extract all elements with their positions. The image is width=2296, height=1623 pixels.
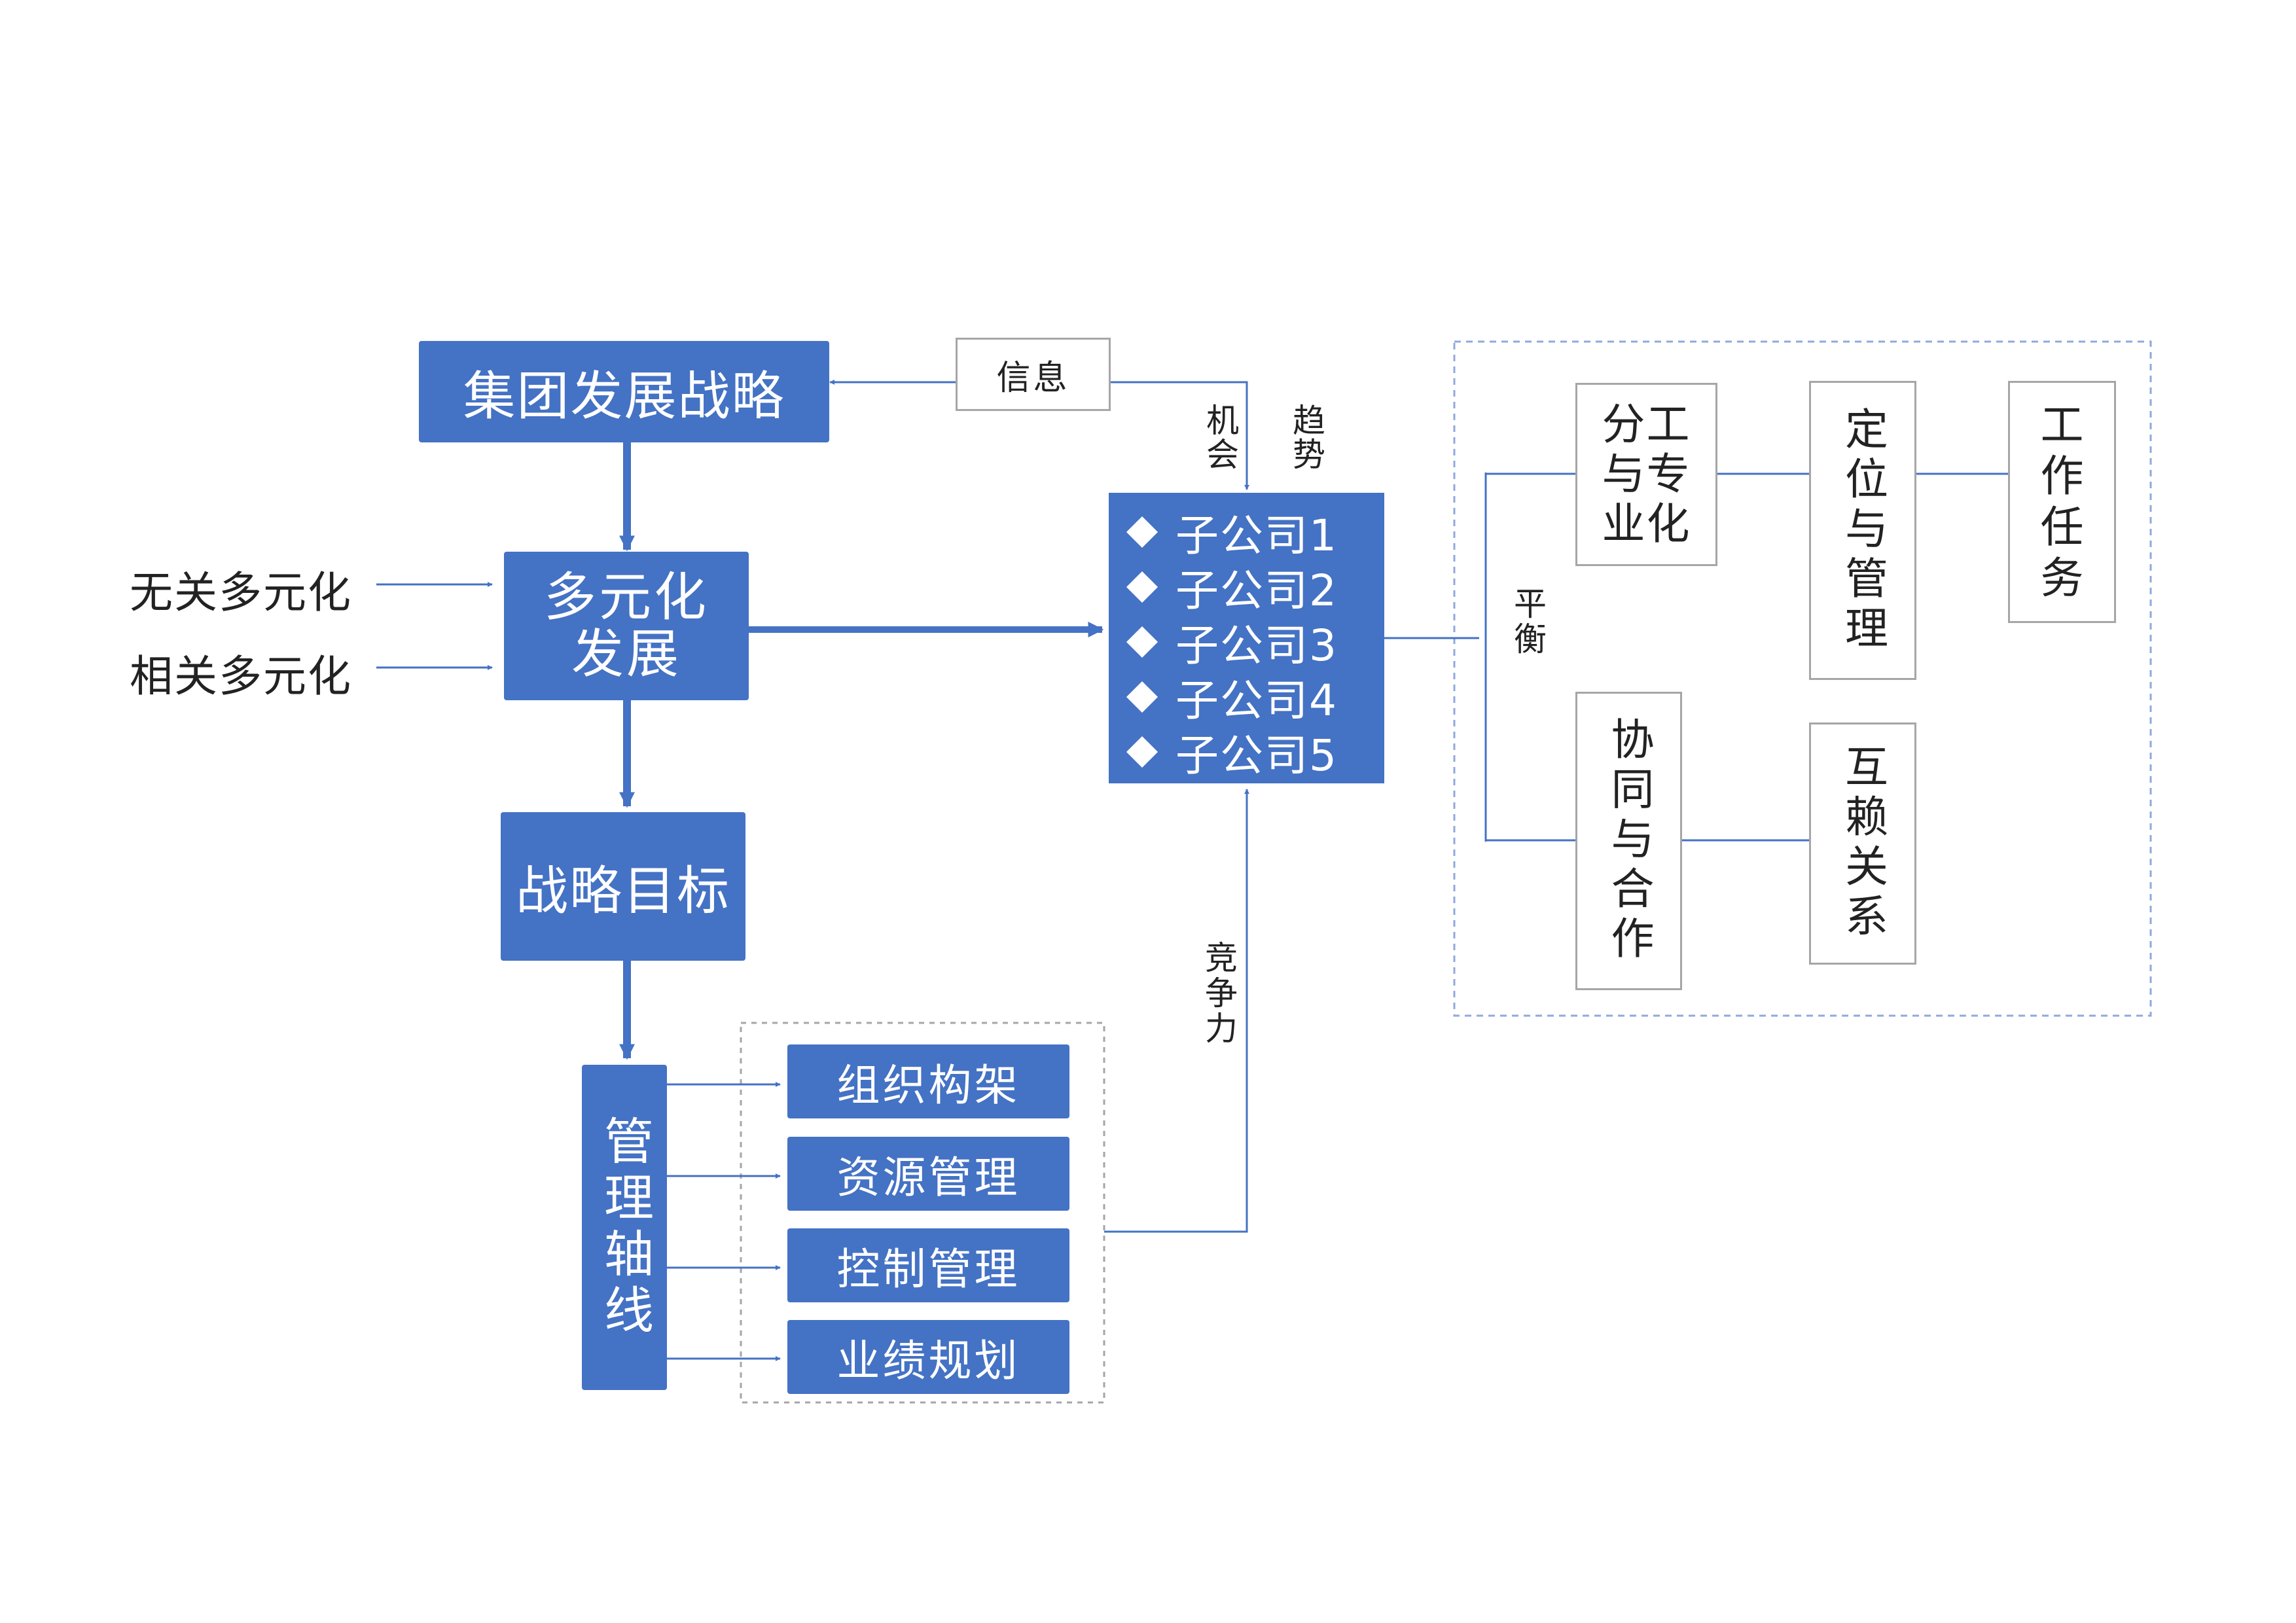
management-axis-label: 管理轴线 <box>596 1115 654 1340</box>
right-dashed-container <box>1453 340 2152 1017</box>
diamond-bullet-icon <box>1126 571 1158 603</box>
subsidiary-label-1: 子公司1 <box>1175 510 1338 561</box>
diamond-bullet-icon <box>1126 736 1158 768</box>
work-task-line-2: 作 <box>2040 451 2084 502</box>
mgmt-item-box-2: 资源管理 <box>787 1137 1069 1211</box>
mgmt-item-box-3: 控制管理 <box>787 1228 1069 1302</box>
subsidiary-row-3: 子公司3 <box>1123 615 1384 671</box>
strategic-goal-label: 战略目标 <box>516 860 730 921</box>
group-strategy-box: 集团发展战略 <box>419 341 829 442</box>
competitiveness-line <box>1104 789 1249 1233</box>
division-line-2: 与专 <box>1602 449 1691 500</box>
mgmt-item-box-4: 业绩规划 <box>787 1320 1069 1394</box>
diversification-line-2: 发展 <box>571 623 681 685</box>
mgmt-item-box-1: 组织构架 <box>787 1044 1069 1118</box>
subsidiary-label-4: 子公司4 <box>1175 675 1338 726</box>
interdependence-box: 互赖关系 <box>1809 722 1916 965</box>
diversification-box: 多元化 发展 <box>504 552 749 700</box>
interdependence-label: 互赖关系 <box>1838 744 1888 943</box>
balance-label: 平衡 <box>1509 586 1547 657</box>
info-box: 信息 <box>956 338 1111 411</box>
collaboration-label: 协同与合作 <box>1604 717 1655 965</box>
related-diversification-label: 相关多元化 <box>130 651 352 702</box>
diversification-line-1: 多元化 <box>544 567 709 628</box>
info-label: 信息 <box>996 358 1070 398</box>
mgmt-item-label-2: 资源管理 <box>836 1152 1020 1203</box>
trend-label: 趋势 <box>1287 403 1325 471</box>
subsidiary-row-5: 子公司5 <box>1123 724 1384 781</box>
trend-to-subsidiaries-line <box>1111 381 1249 490</box>
positioning-box: 定位与管理 <box>1809 381 1916 680</box>
diamond-bullet-icon <box>1126 516 1158 548</box>
division-line-1: 分工 <box>1602 399 1691 450</box>
work-task-line-3: 任 <box>2040 502 2084 552</box>
subsidiaries-box: 子公司1 子公司2 子公司3 子公司4 子公司5 <box>1109 493 1384 783</box>
division-line-3: 业化 <box>1602 498 1691 549</box>
division-box: 分工 与专 业化 <box>1575 383 1717 566</box>
subsidiary-label-2: 子公司2 <box>1175 565 1338 616</box>
management-axis-box: 管理轴线 <box>582 1065 667 1390</box>
subsidiary-label-3: 子公司3 <box>1175 620 1338 671</box>
subsidiary-row-4: 子公司4 <box>1123 669 1384 726</box>
work-task-box: 工 作 任 务 <box>2008 381 2116 623</box>
positioning-label: 定位与管理 <box>1838 406 1888 655</box>
subsidiary-label-5: 子公司5 <box>1175 730 1338 781</box>
work-task-line-4: 务 <box>2040 552 2084 603</box>
subsidiary-row-2: 子公司2 <box>1123 560 1384 616</box>
mgmt-item-label-1: 组织构架 <box>836 1060 1020 1111</box>
work-task-line-1: 工 <box>2040 400 2084 451</box>
collaboration-box: 协同与合作 <box>1575 692 1682 990</box>
group-strategy-label: 集团发展战略 <box>463 365 785 427</box>
diamond-bullet-icon <box>1126 626 1158 658</box>
mgmt-item-label-3: 控制管理 <box>836 1243 1020 1294</box>
subsidiary-row-1: 子公司1 <box>1123 505 1384 561</box>
diamond-bullet-icon <box>1126 681 1158 713</box>
strategic-goal-box: 战略目标 <box>501 812 745 961</box>
mgmt-dashed-container <box>740 1022 1105 1404</box>
unrelated-diversification-label: 无关多元化 <box>130 567 352 618</box>
competitiveness-label: 竞争力 <box>1200 940 1238 1046</box>
opportunity-label: 机会 <box>1201 403 1239 471</box>
mgmt-item-label-4: 业绩规划 <box>836 1335 1020 1386</box>
